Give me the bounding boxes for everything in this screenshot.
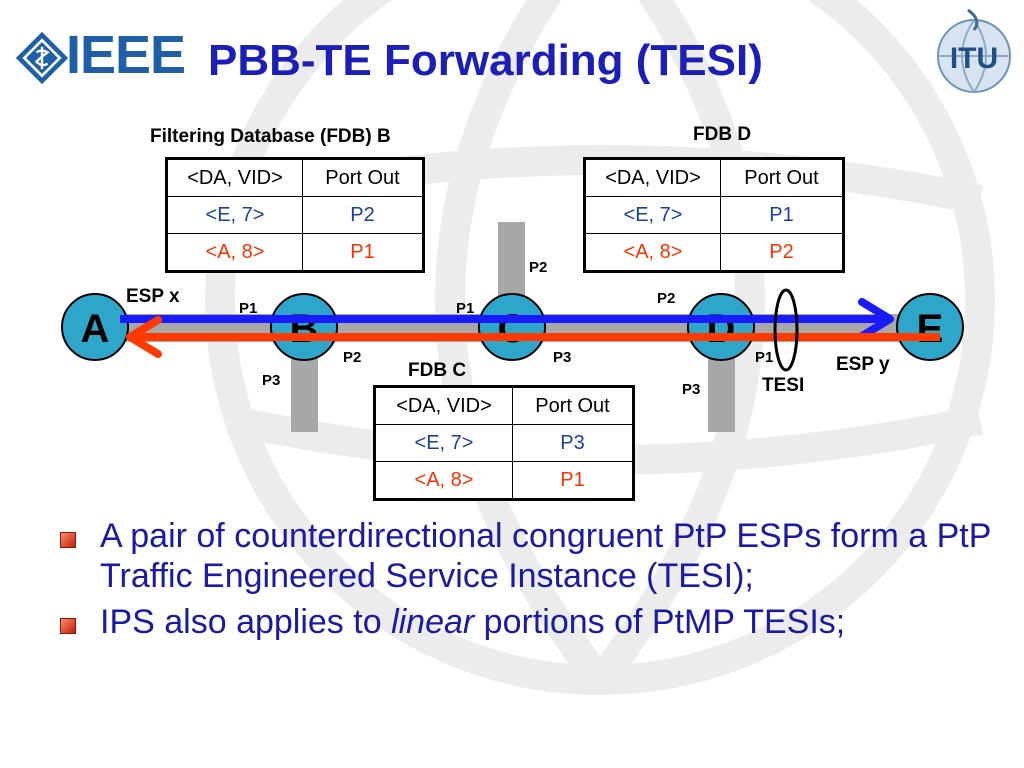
port-b-p2: P2 xyxy=(343,349,361,366)
page-title: PBB-TE Forwarding (TESI) xyxy=(208,36,763,85)
ieee-diamond-icon xyxy=(15,31,69,85)
bullet-text-post: portions of PtMP TESIs; xyxy=(474,603,846,641)
port-d-p2: P2 xyxy=(657,290,675,307)
table-cell: <A, 8> xyxy=(584,233,721,272)
tesi-ellipse xyxy=(773,288,799,372)
fdb-d-table: <DA, VID> Port Out <E, 7> P1 <A, 8> P2 xyxy=(583,157,845,273)
port-b-p3: P3 xyxy=(262,372,280,389)
table-cell: <A, 8> xyxy=(374,461,513,500)
table-cell: <E, 7> xyxy=(166,196,303,234)
table-cell: <A, 8> xyxy=(166,233,303,272)
port-d-p3: P3 xyxy=(682,381,700,398)
table-header-cell: <DA, VID> xyxy=(374,386,513,425)
table-header-cell: Port Out xyxy=(512,386,634,425)
port-c-p1: P1 xyxy=(456,300,474,317)
fdb-b-caption: Filtering Database (FDB) B xyxy=(150,126,391,147)
bullet-list: A pair of counterdirectional congruent P… xyxy=(60,516,1010,648)
table-row: <E, 7> P1 xyxy=(584,196,844,234)
node-a-label: A xyxy=(81,307,110,351)
itu-logo-icon: ITU xyxy=(937,8,1011,93)
table-cell: P3 xyxy=(512,424,634,462)
table-row: <E, 7> P2 xyxy=(166,196,424,234)
node-a: A xyxy=(61,293,129,361)
table-header-cell: Port Out xyxy=(720,158,844,197)
fdb-c-table: <DA, VID> Port Out <E, 7> P3 <A, 8> P1 xyxy=(373,385,635,501)
table-cell: P1 xyxy=(512,461,634,500)
table-row: <A, 8> P2 xyxy=(584,233,844,272)
node-e: E xyxy=(896,293,964,361)
node-d: D xyxy=(687,293,755,361)
table-header-cell: <DA, VID> xyxy=(166,158,303,197)
table-header-cell: <DA, VID> xyxy=(584,158,721,197)
port-c-p2: P2 xyxy=(529,259,547,276)
tesi-label: TESI xyxy=(762,375,804,396)
esp-y-arrow xyxy=(126,316,940,358)
bullet-square-icon xyxy=(60,618,76,634)
table-row: <DA, VID> Port Out xyxy=(584,158,844,197)
table-header-cell: Port Out xyxy=(302,158,424,197)
fdb-d-caption: FDB D xyxy=(693,124,752,145)
bullet-square-icon xyxy=(60,532,76,548)
port-c-p3: P3 xyxy=(553,349,571,366)
table-cell: P1 xyxy=(720,196,844,234)
list-item: A pair of counterdirectional congruent P… xyxy=(60,516,1010,596)
node-c-label: C xyxy=(498,307,527,351)
table-cell: <E, 7> xyxy=(584,196,721,234)
table-row: <DA, VID> Port Out xyxy=(166,158,424,197)
list-item: IPS also applies to linear portions of P… xyxy=(60,602,1010,642)
fdb-b-table: <DA, VID> Port Out <E, 7> P2 <A, 8> P1 xyxy=(165,157,425,273)
node-d-label: D xyxy=(707,307,736,351)
table-row: <A, 8> P1 xyxy=(166,233,424,272)
table-cell: P2 xyxy=(720,233,844,272)
node-b-label: B xyxy=(290,307,319,351)
itu-logo-text: ITU xyxy=(950,42,998,75)
node-e-label: E xyxy=(917,307,944,351)
table-cell: P2 xyxy=(302,196,424,234)
node-b: B xyxy=(270,293,338,361)
node-c: C xyxy=(478,293,546,361)
fdb-c-caption: FDB C xyxy=(408,360,467,381)
ieee-logo-text: IEEE xyxy=(66,25,186,85)
table-cell: <E, 7> xyxy=(374,424,513,462)
table-row: <A, 8> P1 xyxy=(374,461,634,500)
bullet-text-emphasis: linear xyxy=(391,603,475,641)
esp-x-label: ESP x xyxy=(126,286,180,307)
bullet-text: A pair of counterdirectional congruent P… xyxy=(100,517,991,595)
esp-x-arrow xyxy=(120,298,894,340)
table-row: <E, 7> P3 xyxy=(374,424,634,462)
table-row: <DA, VID> Port Out xyxy=(374,386,634,425)
port-d-p1: P1 xyxy=(755,349,773,366)
table-cell: P1 xyxy=(302,233,424,272)
port-b-p1: P1 xyxy=(239,300,257,317)
esp-y-label: ESP y xyxy=(836,354,890,375)
bullet-text-pre: IPS also applies to xyxy=(100,603,392,641)
